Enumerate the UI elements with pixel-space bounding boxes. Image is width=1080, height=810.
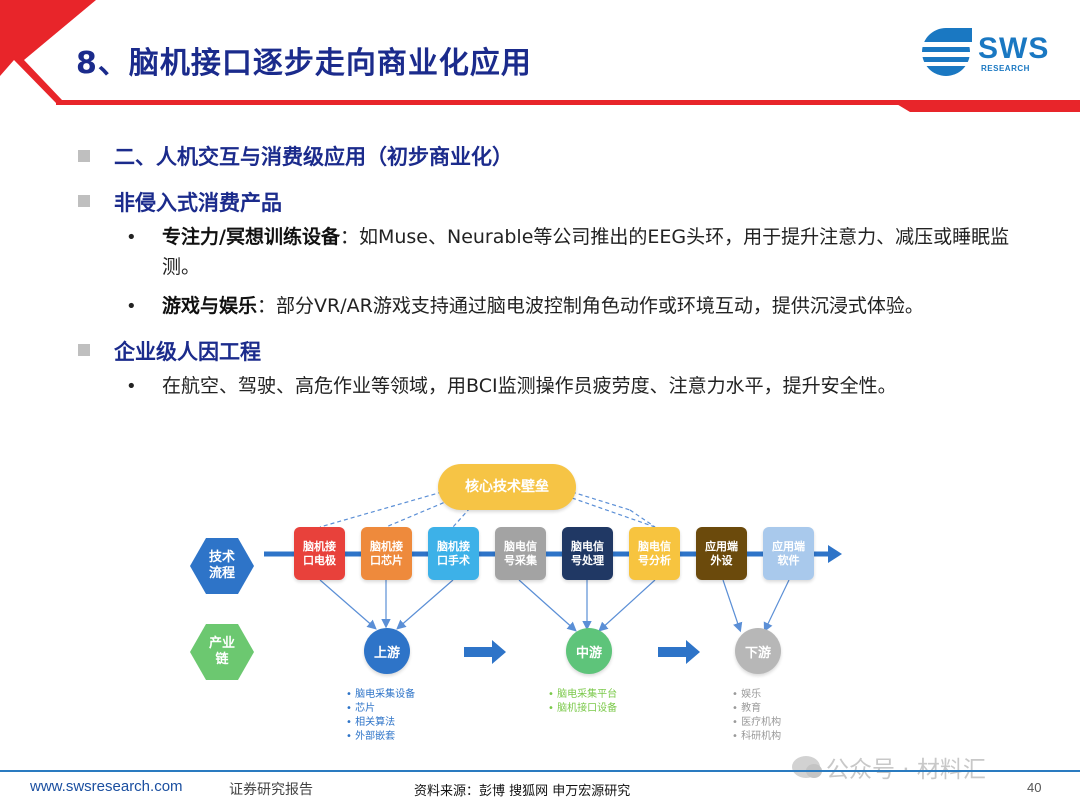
logo-subtext: RESEARCH [981,64,1030,73]
bullet-text: 在航空、驾驶、高危作业等领域，用BCI监测操作员疲劳度、注意力水平，提升安全性。 [162,375,897,397]
group-heading: 企业级人因工程 [114,340,261,364]
logo-text: SWS [978,32,1050,65]
watermark: 公众号 · 材料汇 [792,750,986,784]
page-number: 40 [1027,780,1042,795]
square-bullet-icon [78,150,90,162]
list-item: • 芯片 [346,703,376,714]
list-item: • 科研机构 [732,731,782,742]
bullet-dot-icon: • [126,296,137,317]
sws-logo-icon [922,28,972,76]
step-label: 应用端 软件 [772,539,805,567]
page-title: 8、脑机接口逐步走向商业化应用 [76,46,532,81]
step-label: 脑电信 号处理 [571,539,604,567]
step-surgery: 脑机接 口手术 [428,527,479,580]
step-label: 应用端 外设 [705,539,738,567]
industry-chain-diagram: 核心技术壁垒 技术 流程 产业 链 脑机接 口电极 脑机接 口芯片 脑机接 口手… [180,458,870,758]
step-signal-analysis: 脑电信 号分析 [629,527,680,580]
sws-logo: SWS RESEARCH [920,26,1060,82]
bullet-item: 在航空、驾驶、高危作业等领域，用BCI监测操作员疲劳度、注意力水平，提升安全性。 [162,371,1032,401]
footer-source: 资料来源：彭博 搜狐网 申万宏源研究 [414,784,631,799]
header-banner-shape [0,0,1080,112]
industry-chain-label: 产业 链 [208,636,235,667]
footer-website-link[interactable]: www.swsresearch.com [30,778,183,795]
upstream-list: • 脑电采集设备 • 芯片 • 相关算法 • 外部嵌套 [346,688,415,744]
downstream-list: • 娱乐 • 教育 • 医疗机构 • 科研机构 [732,688,781,744]
step-label: 脑电信 号分析 [638,539,671,567]
core-tech-barrier-label: 核心技术壁垒 [438,464,576,510]
step-chip: 脑机接 口芯片 [361,527,412,580]
list-item: • 教育 [732,703,762,714]
bullet-text: ：如Muse、Neurable等公司推出的EEG头环，用于提升注意力、减压或睡眠… [162,226,1010,278]
stage-upstream: 上游 [364,628,410,674]
stage-midstream: 中游 [566,628,612,674]
bullet-term: 专注力/冥想训练设备 [162,226,340,248]
step-electrode: 脑机接 口电极 [294,527,345,580]
bullet-dot-icon: • [126,227,137,248]
section-heading: 二、人机交互与消费级应用（初步商业化） [114,145,513,169]
bullet-dot-icon: • [126,376,137,397]
step-signal-processing: 脑电信 号处理 [562,527,613,580]
step-peripheral: 应用端 外设 [696,527,747,580]
bullet-item: 游戏与娱乐：部分VR/AR游戏支持通过脑电波控制角色动作或环境互动，提供沉浸式体… [162,291,1032,321]
square-bullet-icon [78,195,90,207]
list-item: • 外部嵌套 [346,731,396,742]
group-heading: 非侵入式消费产品 [114,191,282,215]
list-item: • 相关算法 [346,717,396,728]
list-item: • 脑电采集平台 [548,689,618,700]
list-item: • 脑机接口设备 [548,703,618,714]
stage-downstream: 下游 [735,628,781,674]
footer-divider [0,770,1080,772]
tech-process-label: 技术 流程 [208,550,235,581]
step-signal-acquisition: 脑电信 号采集 [495,527,546,580]
list-item: • 医疗机构 [732,717,782,728]
midstream-list: • 脑电采集平台 • 脑机接口设备 [548,688,617,716]
bullet-term: 游戏与娱乐 [162,295,258,317]
footer-report-label: 证券研究报告 [229,782,313,798]
step-label: 脑机接 口手术 [437,539,470,567]
bullet-text: ：部分VR/AR游戏支持通过脑电波控制角色动作或环境互动，提供沉浸式体验。 [257,295,924,317]
list-item: • 脑电采集设备 [346,689,416,700]
step-software: 应用端 软件 [763,527,814,580]
step-label: 脑电信 号采集 [504,539,537,567]
watermark-text: 公众号 · 材料汇 [826,757,986,783]
wechat-icon [792,756,822,778]
bullet-item: 专注力/冥想训练设备：如Muse、Neurable等公司推出的EEG头环，用于提… [162,222,1032,282]
slide-header: 8、脑机接口逐步走向商业化应用 SWS RESEARCH [0,0,1080,112]
step-label: 脑机接 口电极 [303,539,336,567]
square-bullet-icon [78,344,90,356]
list-item: • 娱乐 [732,689,762,700]
step-label: 脑机接 口芯片 [370,539,403,567]
